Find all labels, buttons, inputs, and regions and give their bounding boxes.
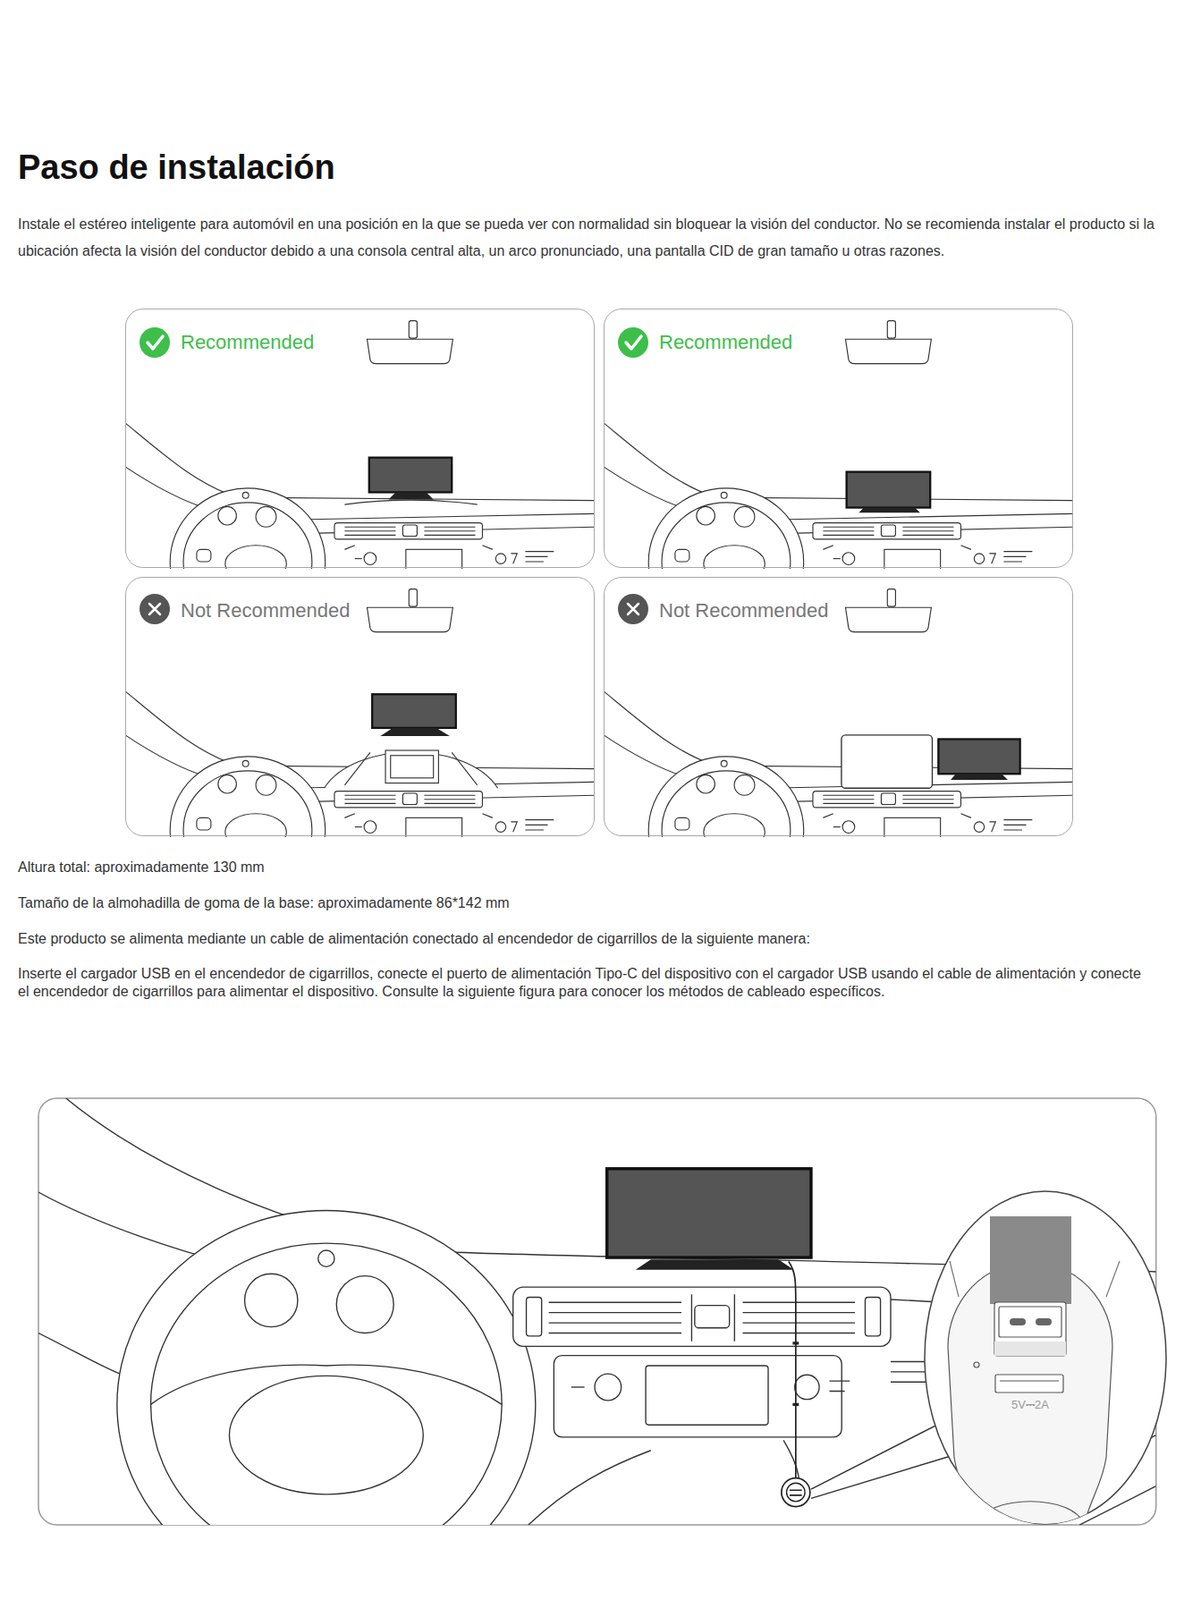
placement-panel: Not Recommended [603, 576, 1074, 837]
inset-outline [922, 1189, 1168, 1525]
placement-status: Not Recommended [180, 599, 351, 623]
body-text: Este producto se alimenta mediante un ca… [17, 929, 1172, 949]
page-title: Paso de instalación [17, 148, 336, 187]
charger-inset: 5V⎓2A [922, 1189, 1168, 1525]
charger-rating: 5V⎓2A [922, 1397, 1138, 1413]
placement-status: Recommended [180, 330, 314, 355]
placement-panel: Recommended [125, 308, 595, 568]
body-text: Instale el estéreo inteligente para auto… [17, 211, 1172, 265]
placement-status: Recommended [659, 330, 793, 355]
placement-panel: Not Recommended [125, 576, 595, 837]
body-text: Tamaño de la almohadilla de goma de la b… [17, 893, 1172, 914]
placement-status: Not Recommended [659, 599, 829, 623]
body-text: Inserte el cargador USB en el encendedor… [17, 964, 1156, 1001]
body-text: Altura total: aproximadamente 130 mm [17, 857, 1172, 878]
placement-panel: Recommended [603, 308, 1074, 568]
